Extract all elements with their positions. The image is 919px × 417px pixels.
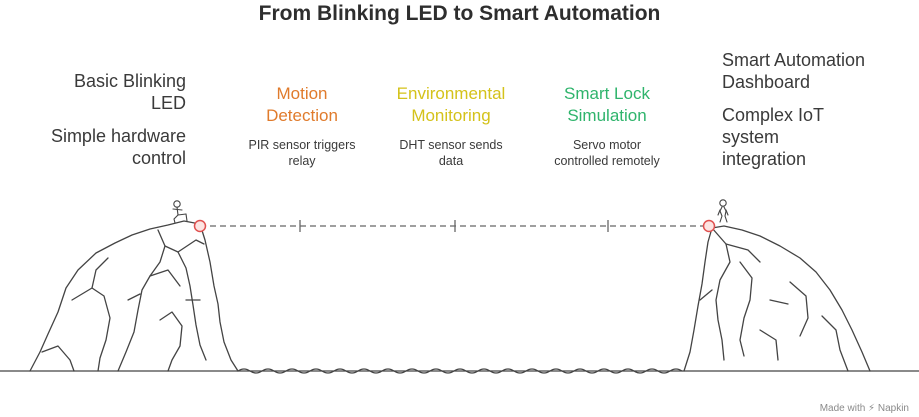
stage-1-desc-line-1: PIR sensor triggers <box>248 138 356 152</box>
stage-3-desc-line-2: controlled remotely <box>554 154 660 168</box>
stage-motion-detection: Motion Detection PIR sensor triggers rel… <box>232 83 372 169</box>
stage-smart-lock-simulation: Smart Lock Simulation Servo motor contro… <box>537 83 677 169</box>
stage-3-title-line-1: Smart Lock <box>564 84 650 103</box>
end-title-line-1: Smart Automation <box>722 50 866 70</box>
stage-environmental-monitoring: Environmental Monitoring DHT sensor send… <box>381 83 521 169</box>
start-title: Basic Blinking LED <box>74 70 186 114</box>
end-desc-line-3: integration <box>722 149 807 169</box>
stage-2-title-line-1: Environmental <box>396 84 506 103</box>
stage-1-title: Motion Detection <box>232 83 372 127</box>
start-title-line-1: Basic Blinking <box>73 71 186 91</box>
diagram-title: From Blinking LED to Smart Automation <box>258 2 661 25</box>
stage-3-description: Servo motor controlled remotely <box>537 137 677 169</box>
stage-1-title-line-2: Detection <box>266 106 338 125</box>
right-cliff <box>683 225 871 372</box>
stage-3-desc-line-1: Servo motor <box>572 138 642 152</box>
napkin-credit: Made with ⚡ Napkin <box>819 403 909 414</box>
stage-2-title: Environmental Monitoring <box>381 83 521 127</box>
person-left-icon <box>172 200 188 224</box>
stage-2-title-line-2: Monitoring <box>411 106 491 125</box>
end-desc-line-1: Complex IoT <box>722 105 825 125</box>
end-description: Complex IoT system integration <box>722 104 824 170</box>
stage-2-desc-line-1: DHT sensor sends <box>399 138 503 152</box>
start-title-line-2: LED <box>150 93 186 113</box>
start-desc-line-2: control <box>131 148 186 168</box>
stage-1-desc-line-2: relay <box>288 154 316 168</box>
start-marker <box>193 219 207 233</box>
end-desc-line-2: system <box>722 127 780 147</box>
end-title: Smart Automation Dashboard <box>722 49 865 93</box>
stage-2-desc-line-2: data <box>438 154 464 168</box>
stage-1-title-line-1: Motion <box>276 84 328 103</box>
stage-1-description: PIR sensor triggers relay <box>232 137 372 169</box>
start-description: Simple hardware control <box>51 125 186 169</box>
left-cliff <box>29 220 239 372</box>
stage-3-title: Smart Lock Simulation <box>537 83 677 127</box>
stage-3-title-line-2: Simulation <box>567 106 647 125</box>
person-right-icon <box>717 199 729 223</box>
end-marker <box>702 219 716 233</box>
stage-2-description: DHT sensor sends data <box>381 137 521 169</box>
water-waves <box>237 368 683 374</box>
end-title-line-2: Dashboard <box>722 72 811 92</box>
start-desc-line-1: Simple hardware <box>50 126 186 146</box>
